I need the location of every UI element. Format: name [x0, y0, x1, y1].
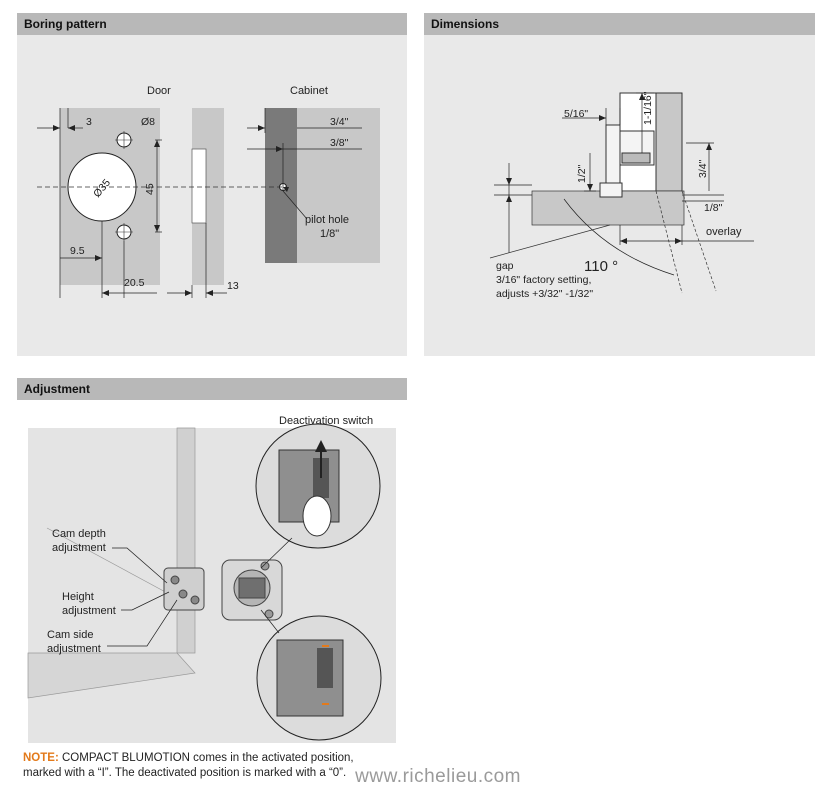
cam-depth-label-2: adjustment — [52, 542, 106, 554]
overlay-label: overlay — [706, 226, 742, 238]
height-label-1: Height — [62, 591, 94, 603]
note-text: NOTE: COMPACT BLUMOTION comes in the act… — [23, 751, 393, 781]
height-label-2: adjustment — [62, 605, 116, 617]
gap-label-2: 3/16" factory setting, — [496, 274, 591, 286]
angle-110: 110 ° — [584, 258, 618, 275]
adjustment-illustration: Deactivation switch Cam depth adjustment… — [27, 415, 396, 743]
dim-5-16: 5/16" — [564, 108, 588, 120]
dim-20-5: 20.5 — [124, 277, 145, 289]
note-body: COMPACT BLUMOTION comes in the activated… — [23, 752, 354, 779]
hinge-cup — [221, 559, 283, 621]
pilot-hole-label-2: 1/8" — [320, 228, 339, 240]
dim-3-4: 3/4" — [697, 159, 709, 178]
cabinet-label: Cabinet — [290, 85, 328, 97]
pilot-hole-label-1: pilot hole — [305, 214, 349, 226]
dim-13: 13 — [227, 280, 239, 292]
cam-side-label-1: Cam side — [47, 629, 93, 641]
dimensions-panel: Dimensions — [424, 13, 815, 356]
screw — [621, 152, 651, 164]
dim-3-4-inch: 3/4" — [330, 116, 349, 128]
boring-pattern-title: Boring pattern — [17, 13, 407, 35]
dim-45: 45 — [144, 183, 156, 195]
watermark: www.richelieu.com — [355, 766, 521, 787]
dim-1-1-16: 1-1/16" — [642, 91, 654, 125]
activation-callout — [256, 615, 382, 741]
deactivation-switch-label: Deactivation switch — [279, 415, 373, 427]
dimensions-diagram: 5/16" 1-1/16" 1/2" 3/4" 1/8" 110 ° overl… — [489, 91, 754, 300]
dim-1-2: 1/2" — [576, 164, 588, 183]
dim-3: 3 — [86, 116, 92, 128]
dim-1-8: 1/8" — [704, 202, 723, 214]
note-keyword: NOTE: — [23, 752, 59, 764]
boring-pattern-panel: Boring pattern — [17, 13, 407, 356]
dim-9-5: 9.5 — [70, 245, 85, 257]
dim-d8: Ø8 — [141, 116, 155, 128]
gap-label-3: adjusts +3/32" -1/32" — [496, 288, 593, 300]
dim-3-8-inch: 3/8" — [330, 137, 349, 149]
door-label: Door — [147, 85, 171, 97]
hinge-plate — [163, 567, 205, 611]
dimensions-title: Dimensions — [424, 13, 815, 35]
adjustment-title: Adjustment — [17, 378, 407, 400]
cam-side-label-2: adjustment — [47, 643, 101, 655]
cam-depth-label-1: Cam depth — [52, 528, 106, 540]
gap-label-1: gap — [496, 260, 514, 272]
adjustment-panel: Adjustment — [17, 378, 407, 783]
boring-pattern-diagram: Door Cabinet 3 Ø8 Ø35 45 9.5 20.5 13 3/4… — [37, 85, 380, 298]
deactivation-callout — [255, 423, 381, 549]
